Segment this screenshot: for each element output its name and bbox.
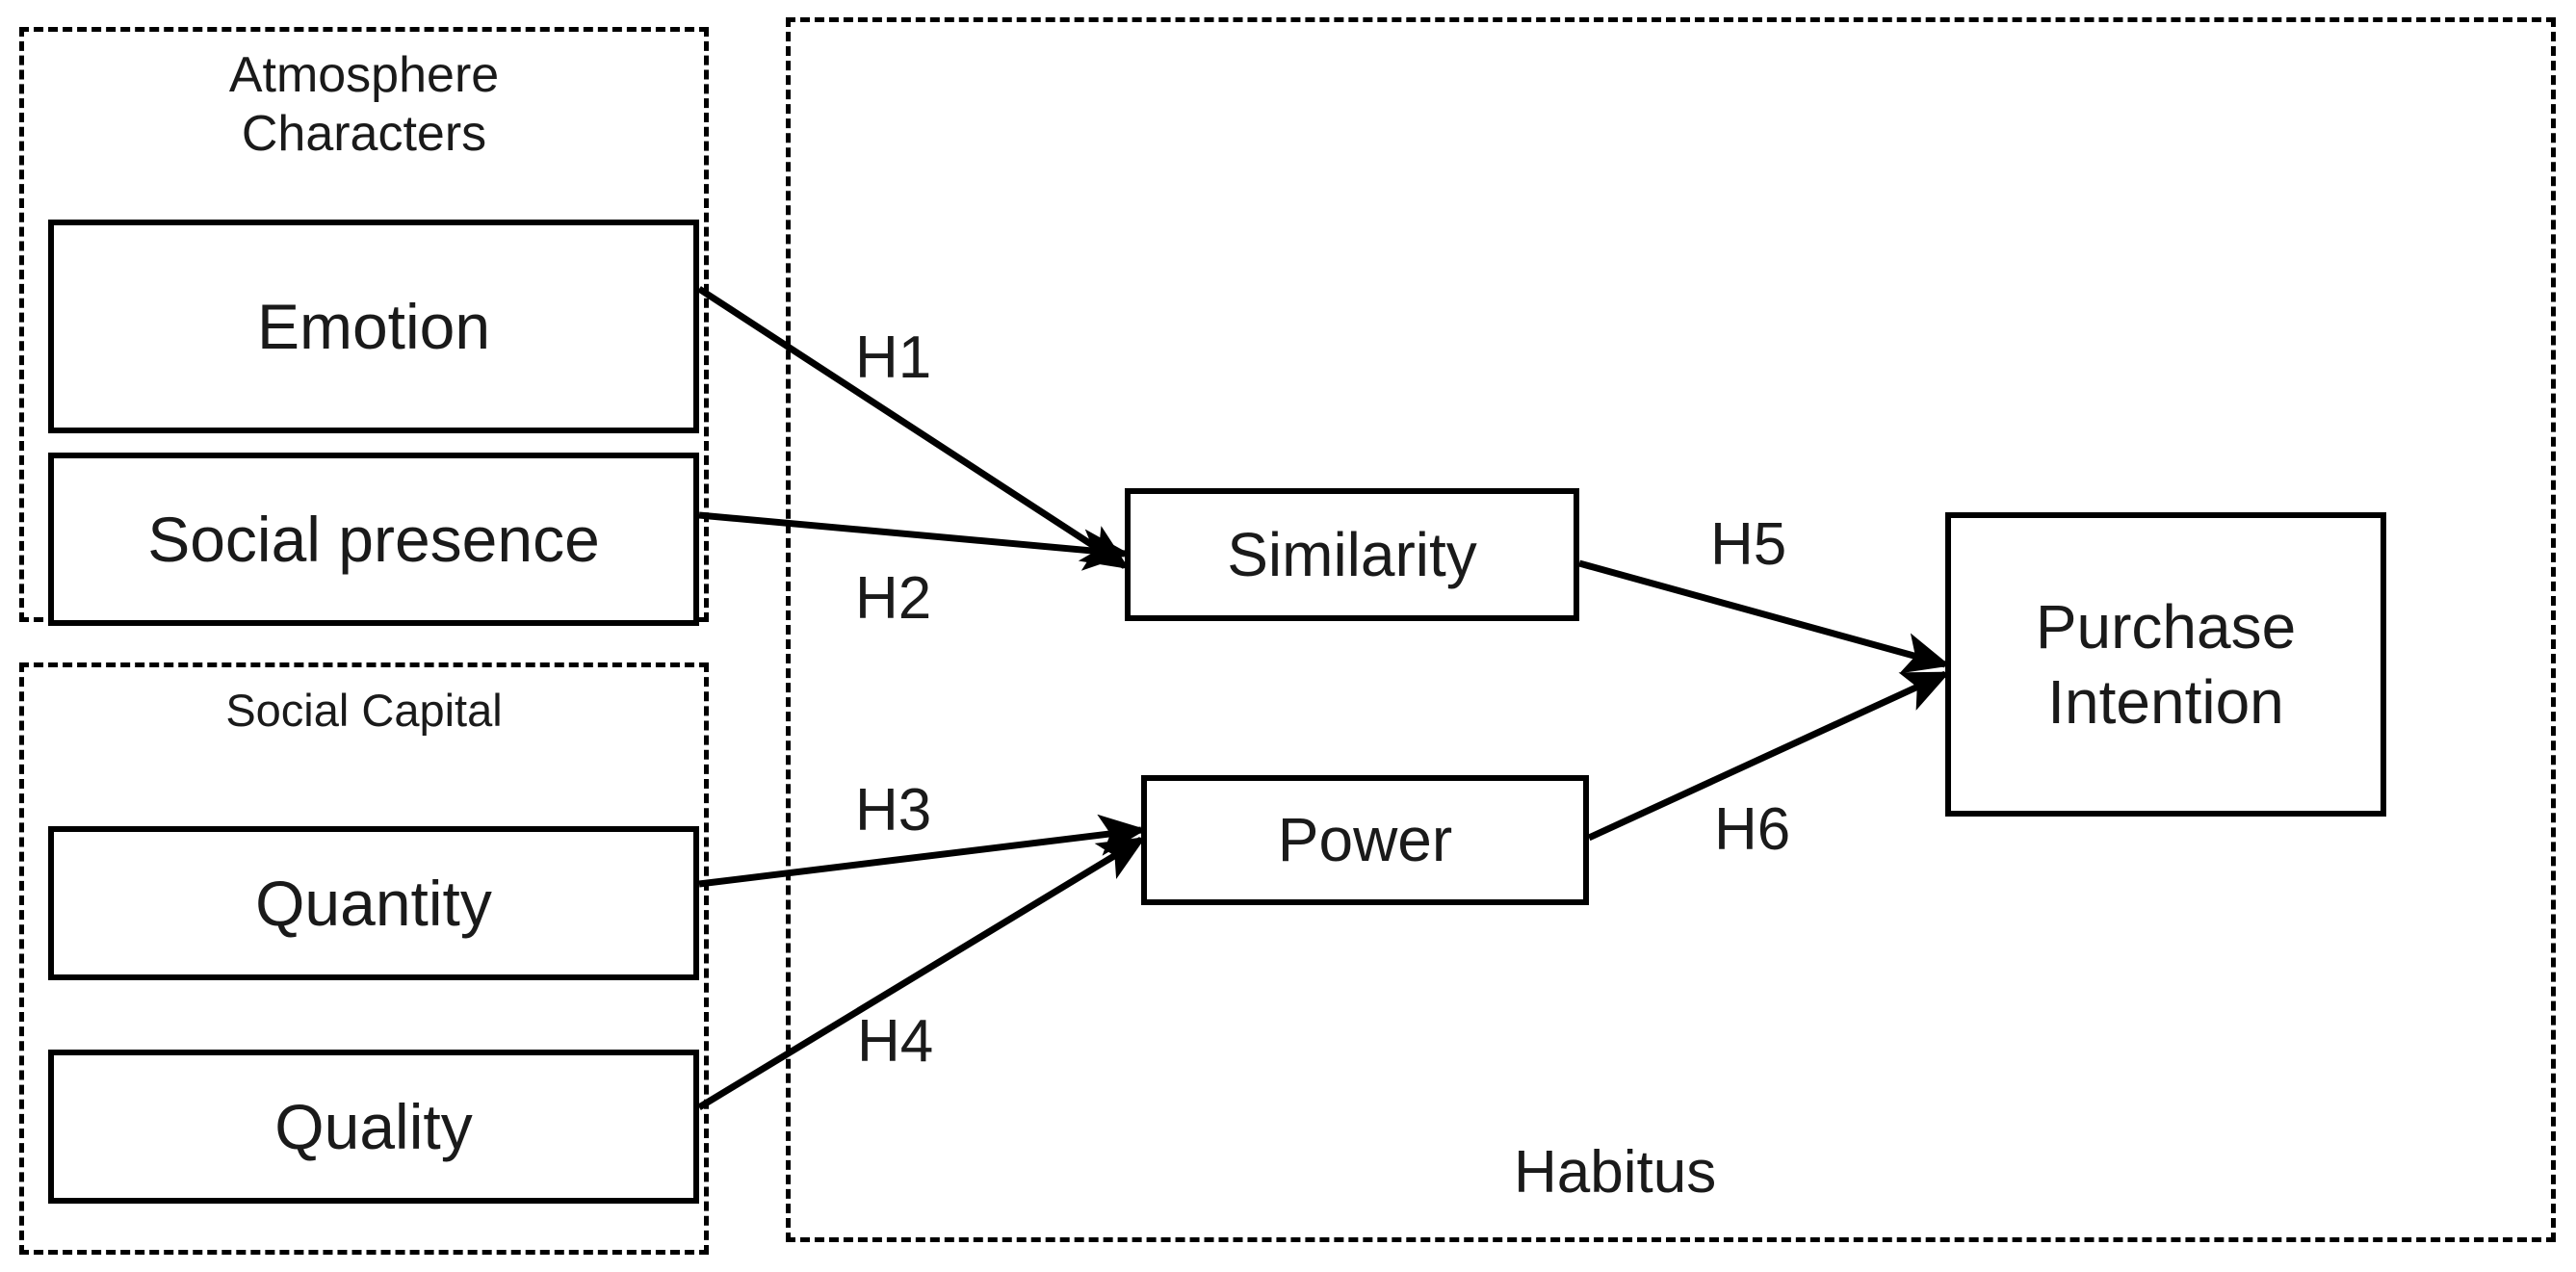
edge-label-h2: H2 [855,565,932,632]
group-label-social-capital: Social Capital [225,685,503,736]
group-habitus [786,17,2556,1242]
group-label-atmosphere-characters: Atmosphere Characters [228,47,500,163]
node-social-presence[interactable]: Social presence [48,453,699,626]
node-power[interactable]: Power [1141,775,1589,905]
node-similarity[interactable]: Similarity [1125,488,1579,621]
edge-label-h4: H4 [857,1008,934,1075]
node-emotion[interactable]: Emotion [48,220,699,433]
node-quality[interactable]: Quality [48,1050,699,1204]
edge-label-h6: H6 [1714,796,1791,863]
node-quantity[interactable]: Quantity [48,826,699,980]
edge-label-h3: H3 [855,777,932,844]
edge-label-h5: H5 [1710,511,1787,578]
node-purchase-intention[interactable]: Purchase Intention [1945,512,2386,817]
frame-label-habitus: Habitus [1514,1139,1717,1206]
edge-label-h1: H1 [855,324,932,391]
